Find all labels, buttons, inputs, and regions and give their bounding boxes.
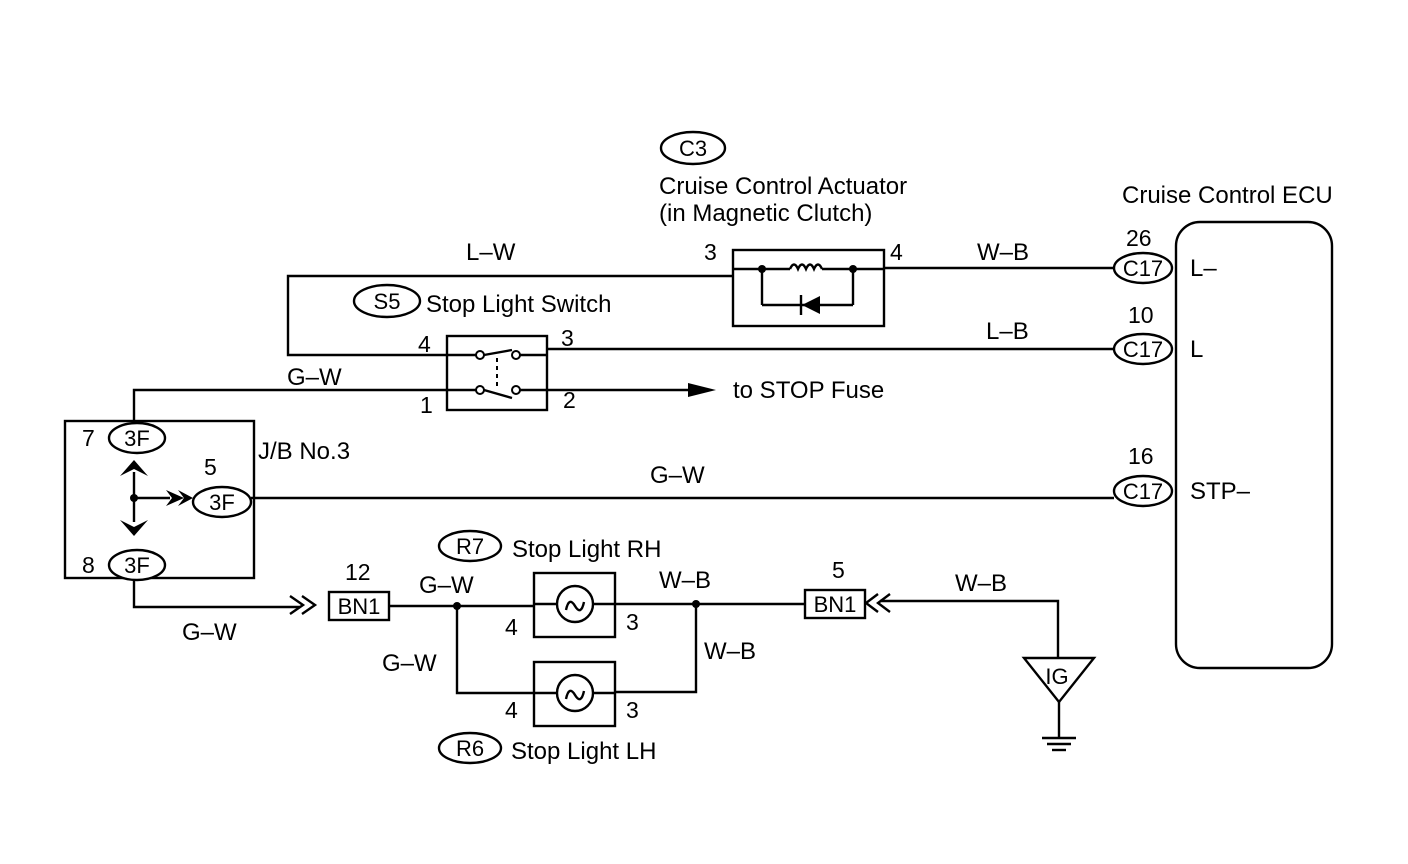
ground-code: IG xyxy=(1045,664,1068,689)
actuator-pin-3: 3 xyxy=(704,239,717,265)
ecu-terminal-l: 10 C17 L xyxy=(1112,302,1203,366)
bulb-icon xyxy=(534,673,615,713)
switch-pin-1: 1 xyxy=(420,392,433,418)
jb-pin-5: 5 xyxy=(204,454,217,480)
arrow-right-icon xyxy=(547,383,716,397)
ecu-terminal-name: L– xyxy=(1190,255,1217,282)
stop-fuse-note: to STOP Fuse xyxy=(733,377,884,404)
cruise-control-actuator: C3 Cruise Control Actuator (in Magnetic … xyxy=(659,130,907,328)
wire-label-w-b-branch: W–B xyxy=(704,638,756,665)
ecu-pin-10: 10 xyxy=(1128,302,1154,328)
jb-pin-7: 7 xyxy=(82,425,95,451)
wire-label-w-b-ground: W–B xyxy=(955,570,1007,597)
stop-light-lh-title: Stop Light LH xyxy=(511,738,656,765)
jb-title: J/B No.3 xyxy=(258,438,350,465)
bn1-right-code: BN1 xyxy=(814,592,857,617)
actuator-title-line2: (in Magnetic Clutch) xyxy=(659,200,872,227)
stop-light-lh: 4 3 R6 Stop Light LH xyxy=(437,660,656,765)
jb-connector-top: 3F xyxy=(124,426,150,451)
stop-light-switch: S5 Stop Light Switch 4 3 1 2 to STOP Fus… xyxy=(352,283,884,418)
switch-code: S5 xyxy=(374,289,401,314)
wire-label-g-w-stp: G–W xyxy=(650,462,705,489)
wire-label-l-b: L–B xyxy=(986,318,1029,345)
bn1-left-pin: 12 xyxy=(345,559,371,585)
diode-icon xyxy=(760,269,855,315)
ecu-title: Cruise Control ECU xyxy=(1122,182,1333,209)
bn1-right-pin: 5 xyxy=(832,557,845,583)
stop-light-lh-pin-3: 3 xyxy=(626,697,639,723)
switch-pin-3: 3 xyxy=(561,325,574,351)
stop-light-lh-pin-4: 4 xyxy=(505,697,518,723)
wire-labels: L–W W–B L–B G–W G–W G–W G–W G–W W–B W–B … xyxy=(182,239,1029,677)
stop-light-rh-pin-4: 4 xyxy=(505,614,518,640)
ecu-pin-26: 26 xyxy=(1126,225,1152,251)
junction-block-3: J/B No.3 7 3F 5 3F 8 3F xyxy=(63,419,350,582)
stop-light-rh-title: Stop Light RH xyxy=(512,536,661,563)
wires xyxy=(132,266,1114,695)
bn1-connector-left: 12 BN1 xyxy=(289,559,391,622)
switch-title: Stop Light Switch xyxy=(426,291,611,318)
magnetic-clutch-coil-icon xyxy=(733,263,884,273)
wire-label-l-w: L–W xyxy=(466,239,516,266)
switch-pin-2: 2 xyxy=(563,387,576,413)
ecu-terminal-l-minus: 26 C17 L– xyxy=(1112,225,1217,285)
ecu-connector-label: C17 xyxy=(1123,256,1163,281)
ground-icon xyxy=(1042,702,1076,752)
ecu-connector-label: C17 xyxy=(1123,337,1163,362)
stop-light-rh-code: R7 xyxy=(456,534,484,559)
ecu-connector-label: C17 xyxy=(1123,479,1163,504)
actuator-code: C3 xyxy=(679,136,707,161)
wire-label-w-b-top: W–B xyxy=(977,239,1029,266)
jb-pin-8: 8 xyxy=(82,552,95,578)
jb-connector-bottom: 3F xyxy=(124,553,150,578)
switch-contacts-icon xyxy=(447,348,547,400)
ground-ig: IG xyxy=(1021,656,1097,752)
actuator-title-line1: Cruise Control Actuator xyxy=(659,173,907,200)
wire-label-g-w-bn1: G–W xyxy=(182,619,237,646)
wire-label-g-w-lights: G–W xyxy=(419,572,474,599)
stop-light-rh: R7 Stop Light RH 4 3 xyxy=(437,529,661,640)
ecu-terminal-name: STP– xyxy=(1190,478,1251,505)
wire-label-w-b-lights: W–B xyxy=(659,567,711,594)
wire-label-g-w-switch: G–W xyxy=(287,364,342,391)
bulb-icon xyxy=(534,584,615,624)
wire-label-g-w-branch: G–W xyxy=(382,650,437,677)
stop-light-rh-pin-3: 3 xyxy=(626,609,639,635)
actuator-pin-4: 4 xyxy=(890,239,903,265)
jb-connector-mid: 3F xyxy=(209,490,235,515)
ecu-pin-16: 16 xyxy=(1128,443,1154,469)
cruise-control-ecu: Cruise Control ECU 26 C17 L– 10 C17 L 16… xyxy=(1112,182,1334,670)
stop-light-lh-code: R6 xyxy=(456,736,484,761)
bn1-left-code: BN1 xyxy=(338,594,381,619)
bn1-connector-right: 5 BN1 xyxy=(803,557,891,620)
jb-internal-branch-icon xyxy=(120,460,193,536)
ecu-terminal-name: L xyxy=(1190,336,1203,363)
switch-pin-4: 4 xyxy=(418,331,431,357)
ecu-terminal-stp: 16 C17 STP– xyxy=(1112,443,1251,508)
